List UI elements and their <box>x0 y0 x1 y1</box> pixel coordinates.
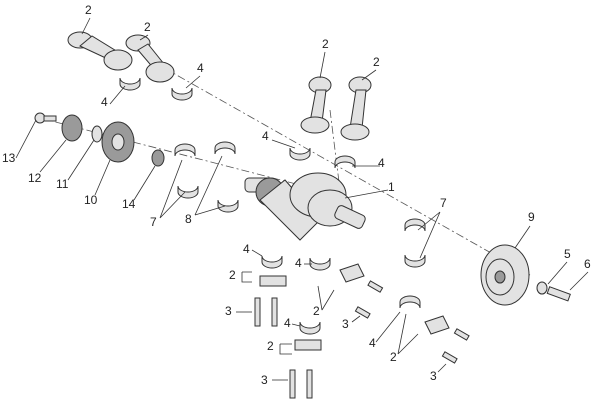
callout-1: 1 <box>388 180 395 194</box>
callout-12: 12 <box>28 171 42 185</box>
callout-2: 2 <box>390 350 397 364</box>
connecting-rod <box>300 76 332 134</box>
bearing-caps-and-bolts <box>254 263 470 399</box>
callout-4: 4 <box>369 336 376 350</box>
callout-2: 2 <box>267 339 274 353</box>
callout-2: 2 <box>229 268 236 282</box>
callout-3: 3 <box>342 317 349 331</box>
leader-lines <box>15 17 589 381</box>
crank-axis-line <box>149 59 531 276</box>
callout-2: 2 <box>373 55 380 69</box>
gear-set <box>34 112 165 167</box>
callout-2: 2 <box>313 304 320 318</box>
callout-10: 10 <box>84 193 98 207</box>
callout-11: 11 <box>56 177 69 191</box>
callout-4: 4 <box>378 156 385 170</box>
callout-4: 4 <box>262 129 269 143</box>
rod-axis-line <box>329 109 341 191</box>
callout-13: 13 <box>2 151 16 165</box>
callout-4: 4 <box>197 61 204 75</box>
connecting-rod <box>67 31 133 71</box>
callout-3: 3 <box>261 373 268 387</box>
crankshaft <box>244 172 366 241</box>
connecting-rod <box>125 34 175 83</box>
flywheel-pulley <box>480 244 571 306</box>
callout-4: 4 <box>284 316 291 330</box>
connecting-rod <box>340 76 372 141</box>
callout-14: 14 <box>122 197 136 211</box>
callout-4: 4 <box>101 95 108 109</box>
callout-7: 7 <box>150 215 157 229</box>
callout-4: 4 <box>295 256 302 270</box>
callout-7: 7 <box>440 196 447 210</box>
callout-3: 3 <box>225 304 232 318</box>
callout-6: 6 <box>584 257 591 271</box>
callout-3: 3 <box>430 369 437 383</box>
callout-9: 9 <box>528 210 535 224</box>
callout-2: 2 <box>85 3 92 17</box>
gear-axis-line <box>39 117 301 186</box>
callout-5: 5 <box>564 247 571 261</box>
callout-2: 2 <box>322 37 329 51</box>
callout-4: 4 <box>243 242 250 256</box>
callout-8: 8 <box>185 212 192 226</box>
bearing-shells <box>119 77 426 335</box>
callout-2: 2 <box>144 20 151 34</box>
